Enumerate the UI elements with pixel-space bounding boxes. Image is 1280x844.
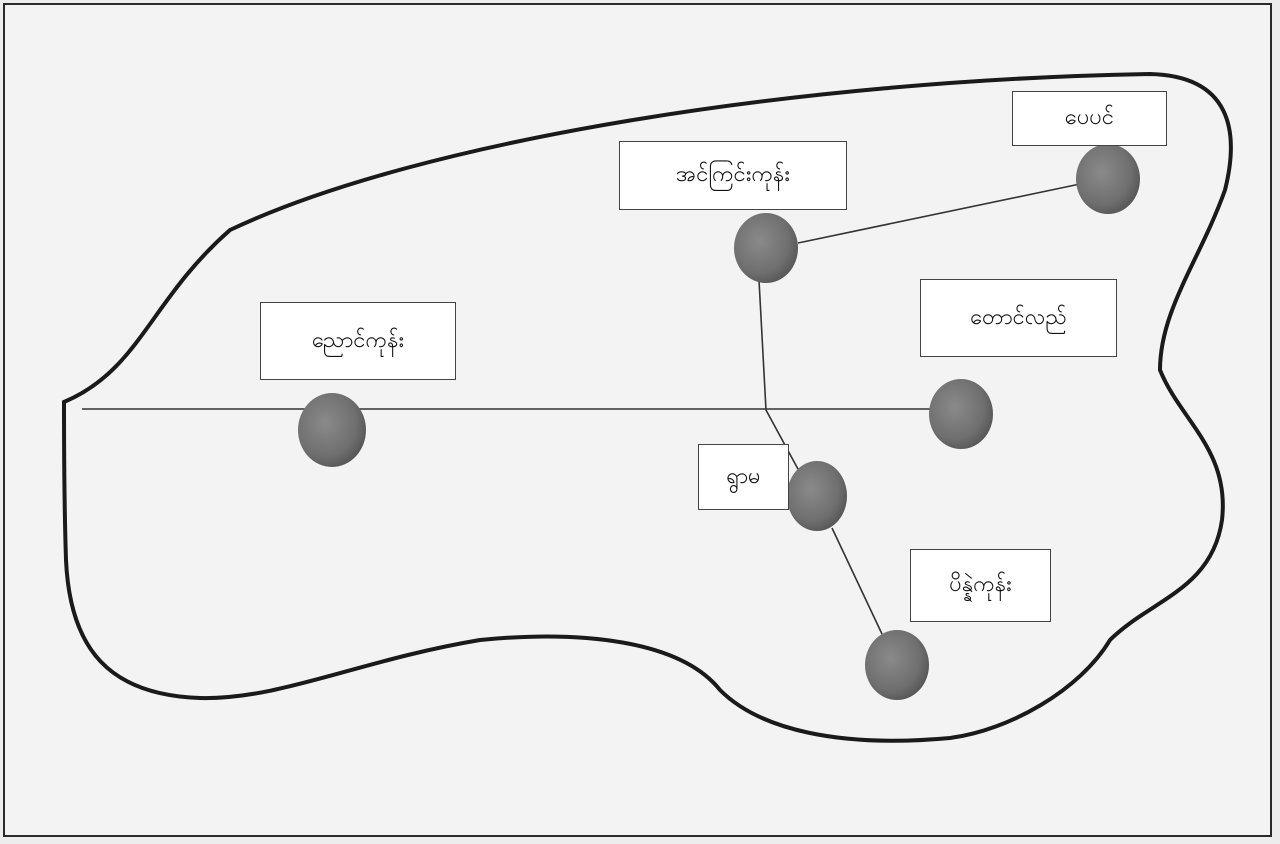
label-ywa-ma: ရွာမ [698,444,789,510]
village-marker-pe-pin [1076,144,1140,214]
road-in-gyin-to-ywa-ma [758,279,806,483]
label-pein-ne-kone: ပိန္နဲကုန်း [910,549,1051,622]
label-in-gyin-kone: အင်ကြင်းကုန်း [619,141,847,210]
road-ywa-ma-to-pein-ne [831,527,883,635]
village-marker-in-gyin-kone [734,213,798,283]
road-to-pe-pin [797,183,1081,244]
village-marker-pein-ne-kone [865,630,929,700]
label-taung-lay: တောင်လည် [920,279,1117,357]
label-nyaung-kone: ညောင်ကုန်း [260,302,456,380]
village-marker-nyaung-kone [298,393,366,467]
village-marker-ywa-ma [787,461,847,531]
village-marker-taung-lay [929,379,993,449]
village-boundary [61,71,1233,743]
label-pe-pin: ပေပင် [1012,91,1167,146]
